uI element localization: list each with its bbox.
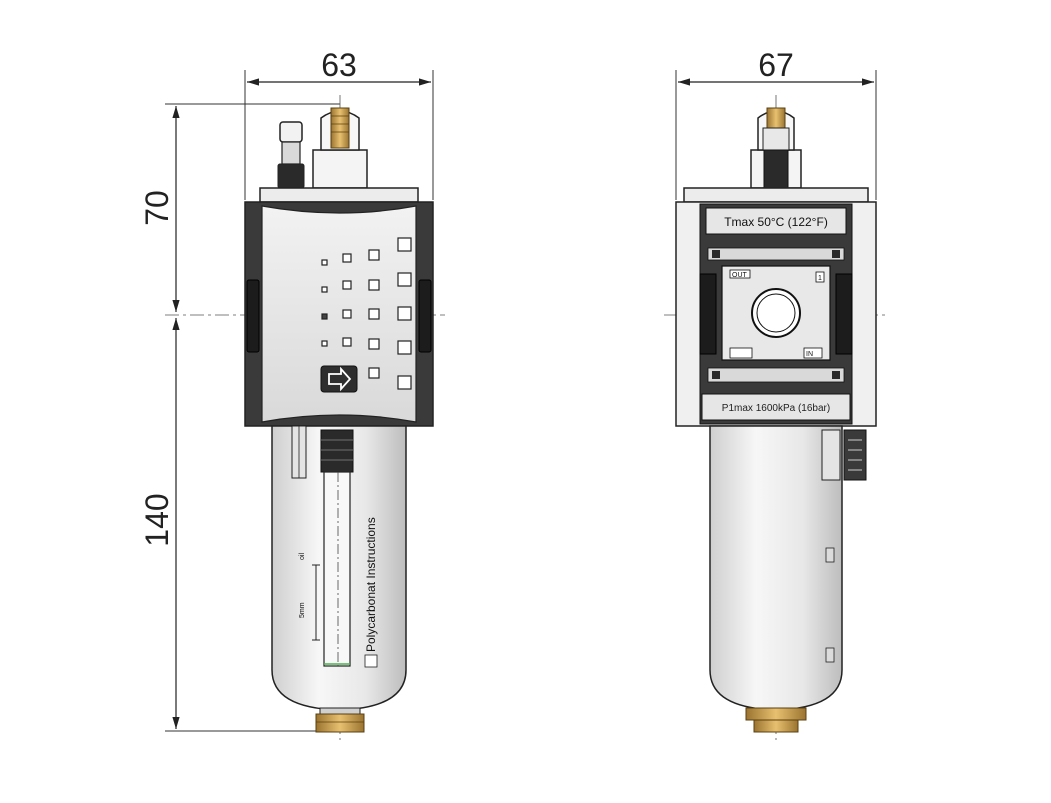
- scale-max-label: oil: [299, 553, 306, 560]
- side-main-body: Tmax 50°C (122°F) OUT 1 IN P1max 160: [675, 201, 877, 427]
- dimension-width-side: 67: [675, 47, 877, 200]
- bowl-instructions-text: Polycarbonat Instructions: [364, 517, 378, 652]
- side-bowl: [709, 425, 867, 733]
- dim-label-140: 140: [139, 493, 175, 546]
- flow-direction-arrow-icon: [320, 365, 358, 393]
- indicator-grid: [321, 237, 412, 390]
- port-number-label: 1: [818, 275, 822, 282]
- p1max-label: P1max 1600kPa (16bar): [722, 403, 830, 414]
- sight-dome: [312, 107, 368, 189]
- bowl: oil 5mm Polycarbonat Instructions: [271, 425, 407, 733]
- side-view-unit: Tmax 50°C (122°F) OUT 1 IN P1max 160: [675, 107, 877, 733]
- dim-label-63: 63: [321, 47, 357, 83]
- dimension-width-front: 63: [244, 47, 434, 200]
- scale-min-label: 5mm: [299, 602, 306, 618]
- adjuster-knob: [277, 121, 305, 189]
- side-sight-dome: [750, 107, 802, 189]
- front-view-unit: oil 5mm Polycarbonat Instructions: [244, 107, 434, 733]
- dimension-height: 70 140: [139, 103, 340, 732]
- port-in-label: IN: [806, 351, 813, 358]
- port-out-label: OUT: [732, 272, 748, 279]
- tmax-label: Tmax 50°C (122°F): [724, 215, 828, 229]
- dim-label-70: 70: [139, 190, 175, 226]
- dim-label-67: 67: [758, 47, 794, 83]
- top-cap: [259, 187, 419, 203]
- side-top-cap: [683, 187, 869, 203]
